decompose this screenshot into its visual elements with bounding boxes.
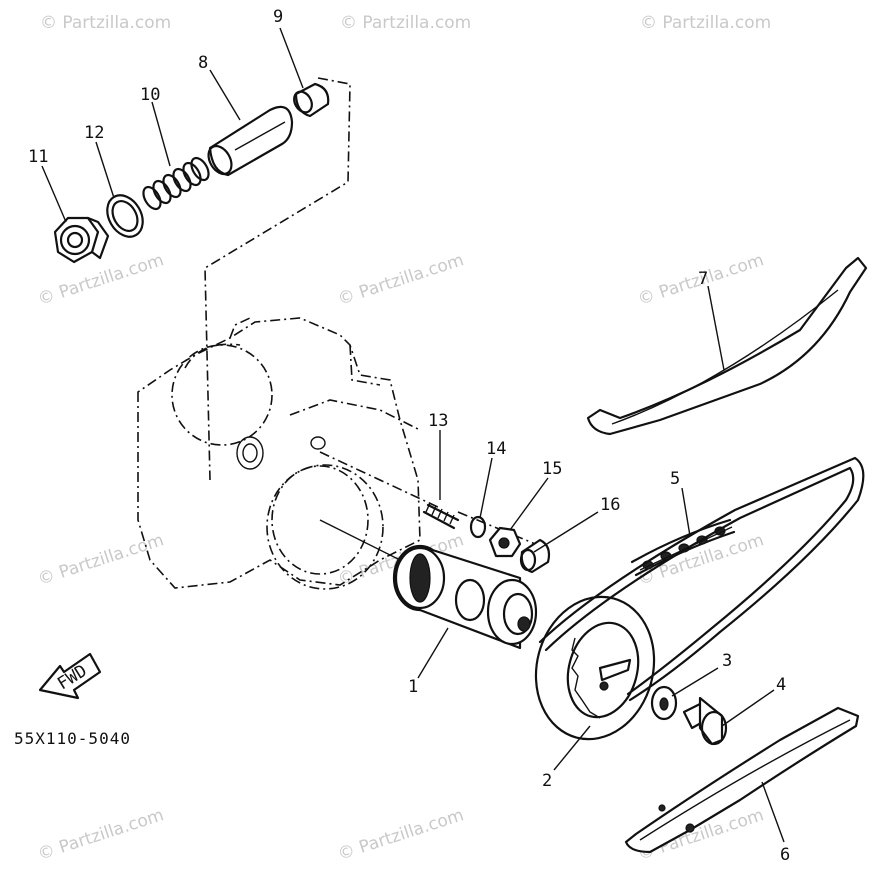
watermark: © Partzilla.com	[335, 250, 466, 310]
callout-13: 13	[428, 411, 448, 431]
callout-12: 12	[84, 123, 104, 143]
part-2-sprocket	[534, 595, 656, 741]
part-9-cap	[293, 82, 330, 118]
part-14-oring	[469, 515, 487, 539]
part-8-tensioner	[207, 105, 294, 177]
part-1-camshaft	[392, 544, 538, 650]
callout-14: 14	[486, 439, 506, 459]
callout-8: 8	[198, 53, 208, 73]
callout-9: 9	[273, 7, 283, 27]
part-11-flange-nut	[53, 216, 110, 264]
cylinder-head	[137, 317, 421, 590]
part-6-chain-guide	[624, 706, 860, 854]
part-10-spring	[142, 156, 210, 211]
part-4-bolt	[682, 696, 728, 746]
part-13-stud	[422, 502, 460, 530]
watermark: © Partzilla.com	[340, 13, 471, 33]
watermark: © Partzilla.com	[35, 805, 166, 865]
part-code: 55X110-5040	[14, 729, 131, 748]
callout-7: 7	[698, 269, 708, 289]
callout-4: 4	[776, 675, 786, 695]
callout-6: 6	[780, 845, 790, 865]
watermark: © Partzilla.com	[640, 13, 771, 33]
part-3-washer	[650, 685, 678, 721]
callout-2: 2	[542, 771, 552, 791]
part-15-nut	[488, 526, 522, 558]
callouts: 9 8 10 12 11 13 14 15 16 1 2 3 4 5 6 7	[28, 7, 790, 865]
watermark: © Partzilla.com	[335, 805, 466, 865]
callout-15: 15	[542, 459, 562, 479]
part-16-cap-nut	[519, 538, 551, 574]
part-7-chain-guide	[586, 256, 868, 436]
callout-11: 11	[28, 147, 48, 167]
fwd-arrow: FWD	[38, 652, 102, 700]
callout-3: 3	[722, 651, 732, 671]
leader-lines	[41, 27, 785, 843]
chain-loop	[538, 456, 865, 702]
callout-1: 1	[408, 677, 418, 697]
watermark: © Partzilla.com	[35, 250, 166, 310]
callout-5: 5	[670, 469, 680, 489]
watermarks: © Partzilla.com © Partzilla.com © Partzi…	[35, 13, 771, 865]
watermark: © Partzilla.com	[40, 13, 171, 33]
callout-10: 10	[140, 85, 160, 105]
callout-16: 16	[600, 495, 620, 515]
watermark: © Partzilla.com	[35, 530, 166, 590]
